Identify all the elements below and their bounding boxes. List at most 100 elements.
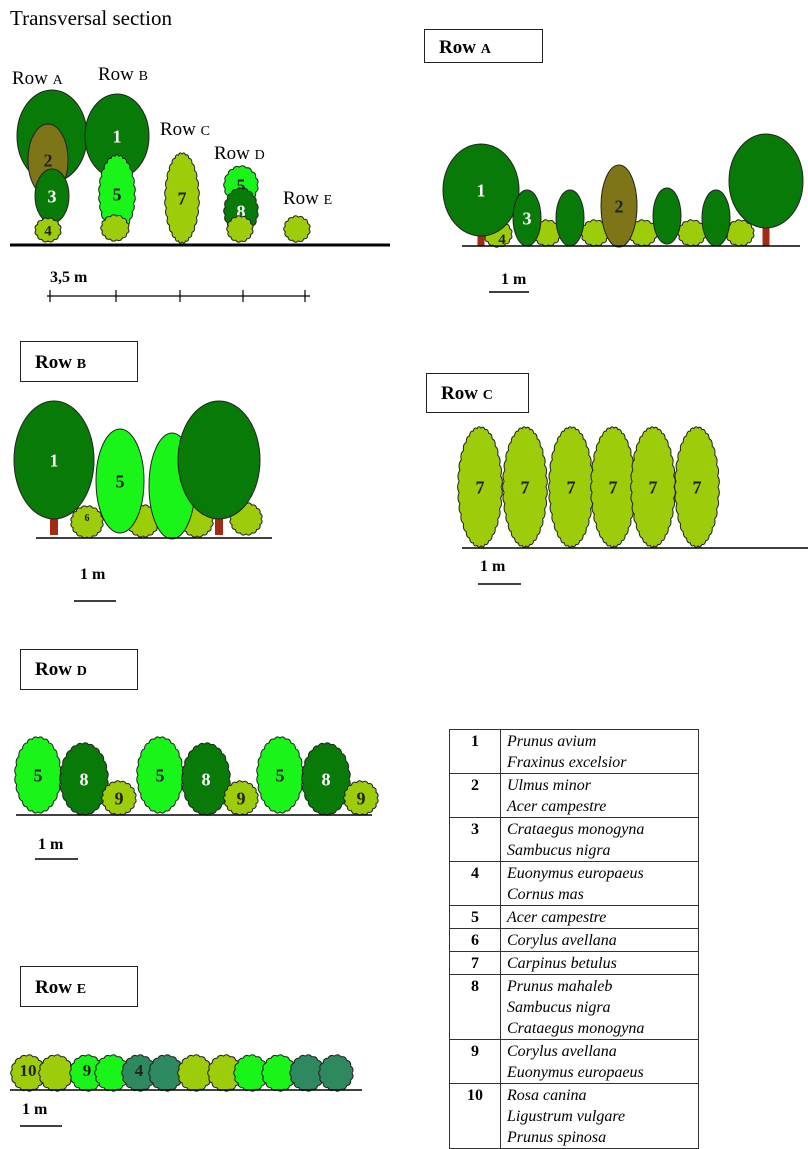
species-number-label: 3 (48, 186, 57, 206)
legend-row: 6 Corylus avellana (450, 929, 699, 952)
row-label-word: Row (283, 188, 324, 209)
row-label: Row D (214, 143, 265, 164)
species-number-label: 7 (178, 188, 187, 208)
species-number-label: 9 (115, 788, 124, 808)
species-name: Crataegus monogyna (507, 819, 698, 840)
species-name: Rosa canina (507, 1085, 698, 1106)
row-e-title-word: Row (35, 977, 72, 998)
row-label-letter: D (255, 148, 265, 163)
legend-species: Prunus mahalebSambucus nigraCrataegus mo… (501, 975, 699, 1040)
legend-number: 2 (450, 774, 501, 818)
tree-crown (653, 188, 681, 244)
species-number-label: 9 (237, 788, 246, 808)
legend-species: Acer campestre (501, 906, 699, 929)
row-b-title-word: Row (35, 352, 72, 373)
species-number-label: 5 (116, 471, 125, 491)
scale-bar-label: 3,5 m (50, 269, 88, 286)
row-label-letter: A (53, 73, 64, 88)
row-d-title-letter: D (77, 664, 87, 679)
species-number-label: 2 (44, 150, 53, 170)
row-b-title-letter: B (77, 357, 86, 372)
species-number-label: 5 (156, 765, 165, 785)
row-label: Row E (283, 188, 332, 209)
row-label: Row B (98, 64, 148, 85)
species-number-label: 5 (34, 765, 43, 785)
species-number-label: 6 (85, 513, 90, 524)
legend-row: 2Ulmus minorAcer campestre (450, 774, 699, 818)
legend-number: 10 (450, 1084, 501, 1149)
species-number-label: 1 (113, 126, 122, 146)
legend-row: 1Prunus aviumFraxinus excelsior (450, 730, 699, 774)
species-number-label: 7 (693, 477, 702, 497)
legend-species: Prunus aviumFraxinus excelsior (501, 730, 699, 774)
row-label-word: Row (160, 119, 201, 140)
legend-number: 1 (450, 730, 501, 774)
species-number-label: 2 (615, 196, 624, 216)
species-name: Euonymus europaeus (507, 1062, 698, 1083)
row-label-word: Row (12, 68, 53, 89)
row-e-title-letter: E (77, 982, 86, 997)
legend-species: Corylus avellana (501, 929, 699, 952)
row-label-word: Row (98, 64, 139, 85)
species-number-label: 1 (477, 180, 486, 200)
species-number-label: 4 (44, 223, 52, 239)
tree-crown (178, 401, 260, 519)
shrub-crown (284, 216, 310, 242)
row-a-title-letter: A (481, 42, 491, 57)
legend-number: 6 (450, 929, 501, 952)
species-number-label: 4 (135, 1061, 144, 1080)
tree-crown (729, 134, 803, 228)
species-number-label: 8 (202, 769, 211, 789)
species-name: Ligustrum vulgare (507, 1106, 698, 1127)
species-number-label: 3 (523, 208, 532, 228)
species-name: Sambucus nigra (507, 997, 698, 1018)
row-c-title-word: Row (441, 383, 478, 404)
row-a-title-word: Row (439, 37, 476, 58)
species-number-label: 1 (50, 450, 59, 470)
species-name: Corylus avellana (507, 1041, 698, 1062)
tree-trunk (763, 226, 770, 246)
row-label-letter: B (139, 69, 148, 84)
species-name: Corylus avellana (507, 930, 698, 951)
page-title: Transversal section (10, 6, 172, 31)
species-number-label: 7 (476, 477, 485, 497)
shrub-crown (178, 1055, 212, 1091)
shrub-crown (39, 1055, 73, 1091)
row-d-title-box: Row D (20, 649, 138, 690)
row-label: Row C (160, 119, 210, 140)
species-number-label: 9 (83, 1061, 92, 1080)
row-b-title-box: Row B (20, 341, 138, 382)
species-number-label: 7 (609, 477, 618, 497)
legend-number: 4 (450, 862, 501, 906)
species-name: Ulmus minor (507, 775, 698, 796)
species-name: Acer campestre (507, 796, 698, 817)
row-a-title-box: Row A (424, 29, 543, 63)
shrub-crown (319, 1055, 353, 1091)
species-number-label: 9 (357, 788, 366, 808)
legend-number: 8 (450, 975, 501, 1040)
species-number-label: 5 (113, 184, 122, 204)
row-c-title-letter: C (483, 388, 493, 403)
legend-species: Carpinus betulus (501, 952, 699, 975)
species-name: Carpinus betulus (507, 953, 698, 974)
species-name: Prunus avium (507, 731, 698, 752)
legend-row: 10Rosa caninaLigustrum vulgarePrunus spi… (450, 1084, 699, 1149)
row-c-title-box: Row C (426, 373, 529, 413)
row-e-title-box: Row E (20, 966, 138, 1007)
species-number-label: 7 (521, 477, 530, 497)
species-number-label: 7 (649, 477, 658, 497)
species-name: Acer campestre (507, 907, 698, 928)
species-number-label: 7 (567, 477, 576, 497)
scale-bar-label: 1 m (480, 558, 506, 575)
row-label-word: Row (214, 143, 255, 164)
row-label-letter: E (324, 193, 333, 208)
